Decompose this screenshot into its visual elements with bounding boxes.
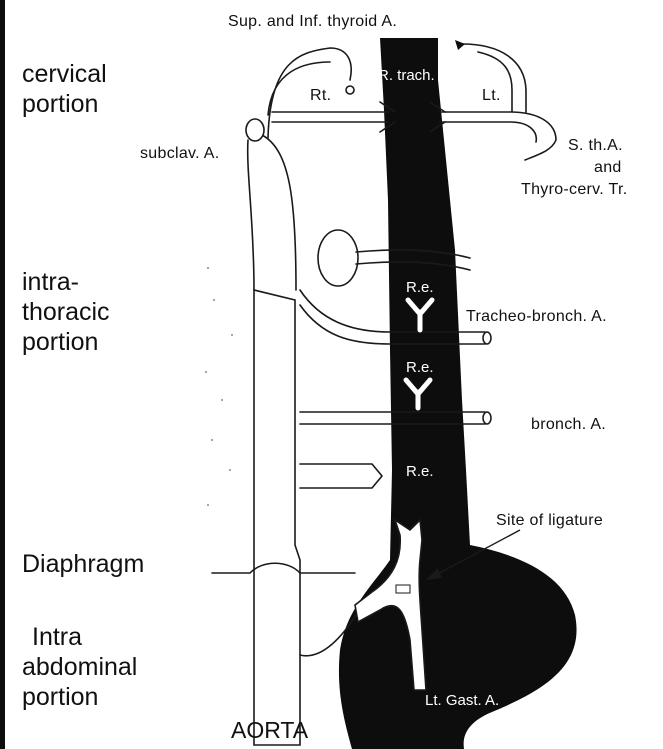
cervical-label-2: portion (22, 90, 98, 118)
ligature-band (396, 585, 410, 593)
intrathoracic-label-1: intra- (22, 268, 79, 296)
tracheo-bronchial-label: Tracheo-bronch. A. (466, 308, 607, 325)
left-gastric-label: Lt. Gast. A. (425, 692, 499, 709)
left-border (0, 0, 5, 749)
bronchial-stump (483, 412, 491, 424)
cervical-label-1: cervical (22, 60, 107, 88)
lower-thoracic-branch (300, 464, 382, 488)
right-tracheal-branches (272, 102, 395, 132)
abdominal-label-2: abdominal (22, 653, 137, 681)
left-label: Lt. (482, 87, 501, 104)
re-label-3: R.e. (406, 463, 434, 480)
right-tracheal-label: R. trach. (378, 67, 435, 84)
right-label: Rt. (310, 87, 331, 104)
subclavian-label: subclav. A. (140, 145, 220, 162)
abdominal-label-1: Intra (32, 623, 82, 651)
intrathoracic-label-2: thoracic (22, 298, 110, 326)
re-label-1: R.e. (406, 279, 434, 296)
abdominal-label-3: portion (22, 683, 98, 711)
ligature-label: Site of ligature (496, 512, 603, 529)
thyroid-arteries-label: Sup. and Inf. thyroid A. (228, 13, 397, 30)
superior-thyroid-label-2: and (594, 159, 622, 176)
right-thyroid-stump (346, 86, 354, 94)
subclavian-loop (318, 230, 358, 286)
aorta-label: AORTA (231, 717, 309, 743)
esophagus-stomach-silhouette (339, 38, 577, 749)
diaphragm-label: Diaphragm (22, 550, 144, 578)
re-label-2: R.e. (406, 359, 434, 376)
descending-aorta (254, 290, 300, 745)
intrathoracic-label-3: portion (22, 328, 98, 356)
subclavian-artery-stump (246, 119, 264, 141)
superior-thyroid-label-1: S. th.A. (568, 137, 623, 154)
tracheo-bronchial-stump (483, 332, 491, 344)
left-thyroid-arrow (455, 40, 465, 50)
subclavian-trunk (248, 135, 296, 290)
background-speckle (205, 267, 233, 506)
superior-thyroid-label-3: Thyro-cerv. Tr. (521, 181, 627, 198)
bronchial-label: bronch. A. (531, 416, 606, 433)
